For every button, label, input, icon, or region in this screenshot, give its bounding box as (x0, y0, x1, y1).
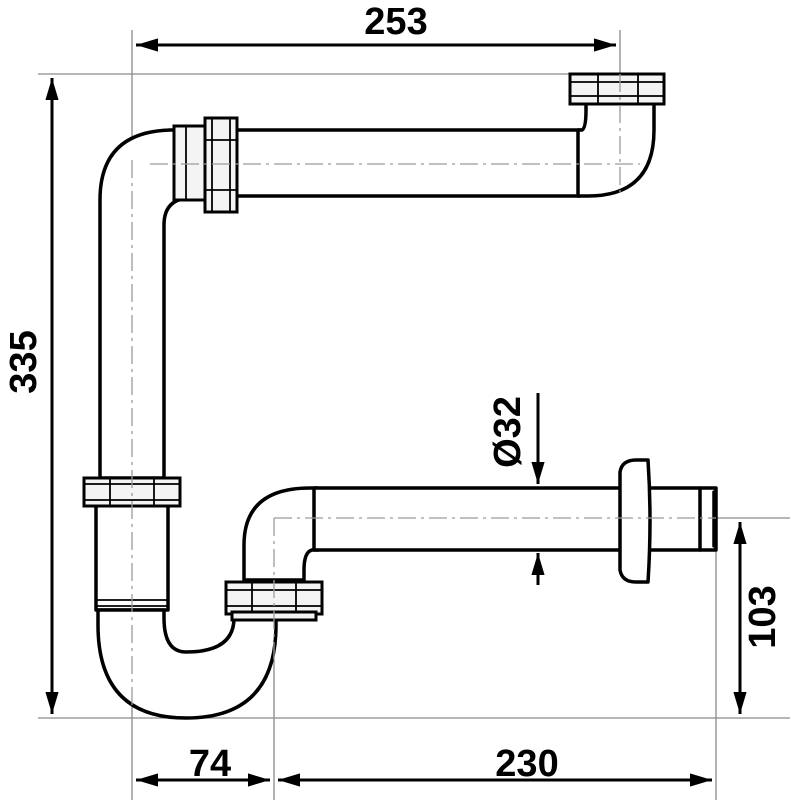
dimension-230-label: 230 (495, 743, 558, 785)
dimension-74-label: 74 (189, 743, 231, 785)
top-outlet-nut (568, 72, 666, 106)
outlet-horizontal-pipe (312, 486, 718, 552)
outlet-bend (242, 486, 320, 582)
dimension-230: 230 (278, 743, 712, 787)
dimension-335: 335 (3, 78, 59, 714)
top-outlet-nut-body (568, 72, 666, 106)
left-vertical-pipe (98, 128, 212, 480)
top-coupling (172, 116, 239, 214)
dimension-253-label: 253 (364, 1, 427, 43)
top-coupling-nut (203, 116, 239, 214)
dimension-74: 74 (136, 743, 270, 787)
dimension-335-label: 335 (3, 330, 45, 393)
top-horizontal-pipe (208, 128, 582, 198)
top-right-elbow (576, 98, 656, 198)
dimension-103-label: 103 (742, 585, 784, 648)
dimension-103: 103 (733, 522, 784, 714)
center-lines (131, 74, 716, 718)
dimension-diameter-32: Ø32 (487, 393, 545, 585)
wall-rosette (618, 458, 652, 584)
dimension-253: 253 (136, 1, 616, 52)
dimension-diameter-label: Ø32 (487, 396, 529, 468)
u-trap (96, 608, 278, 720)
